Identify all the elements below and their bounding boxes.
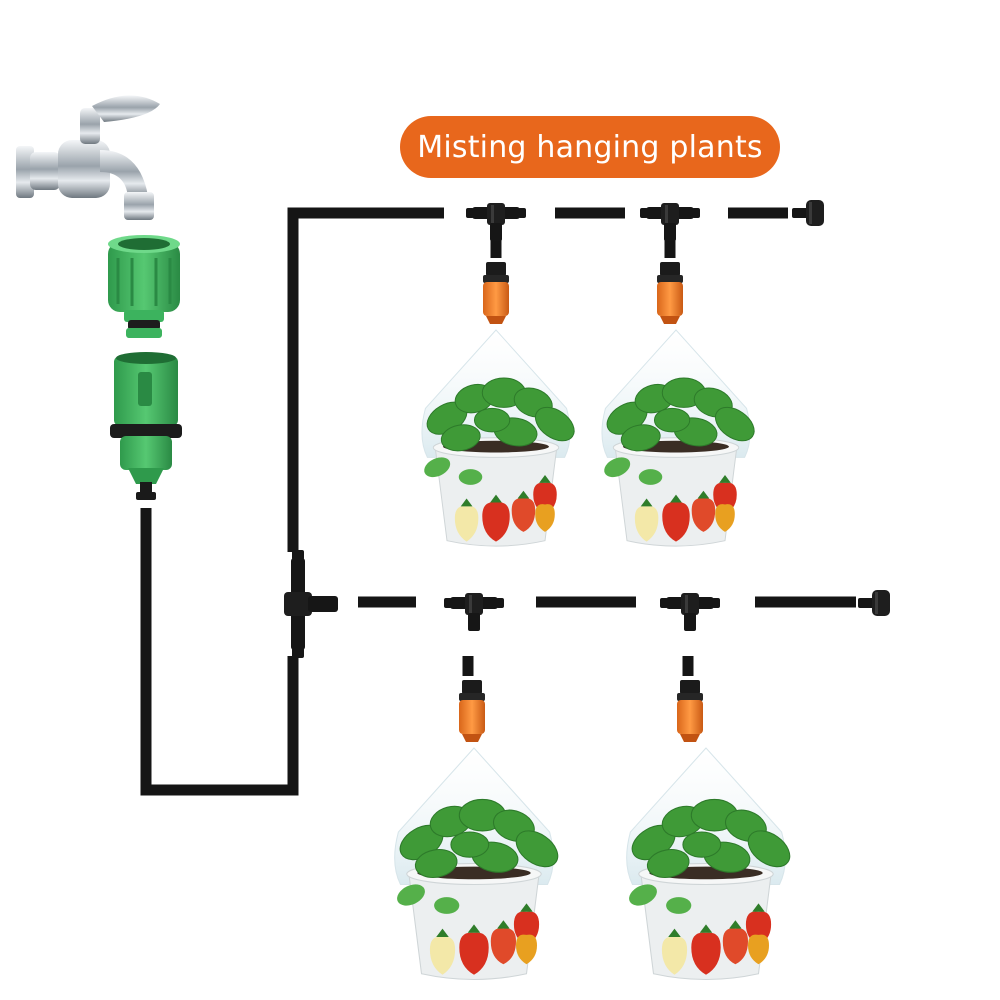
faucet-icon (16, 95, 160, 220)
hanging-strawberry-pot (625, 747, 797, 981)
tubing-network (140, 207, 856, 796)
title-label: Misting hanging plants (417, 129, 763, 165)
title-pill: Misting hanging plants (400, 116, 780, 178)
tee-connector-icon (640, 203, 700, 241)
mist-nozzle-icon (483, 262, 509, 324)
tee-connector-icon (284, 550, 338, 658)
tee-connector-icon (444, 593, 504, 631)
riser-tube (287, 207, 444, 552)
end-plug-icon (792, 200, 824, 226)
hanging-strawberry-pot (600, 329, 761, 547)
feed-tube (140, 508, 299, 796)
tee-connector-icon (660, 593, 720, 631)
hanging-strawberry-pot (420, 329, 581, 547)
tee-connector-icon (466, 203, 526, 241)
end-plug-icon (858, 590, 890, 616)
mist-nozzle-icon (677, 680, 703, 742)
quick-connector-icon (110, 352, 182, 500)
mist-nozzle-icon (459, 680, 485, 742)
hose-adapter-icon (108, 235, 180, 338)
mist-nozzle-icon (657, 262, 683, 324)
hanging-strawberry-pot (393, 747, 565, 981)
